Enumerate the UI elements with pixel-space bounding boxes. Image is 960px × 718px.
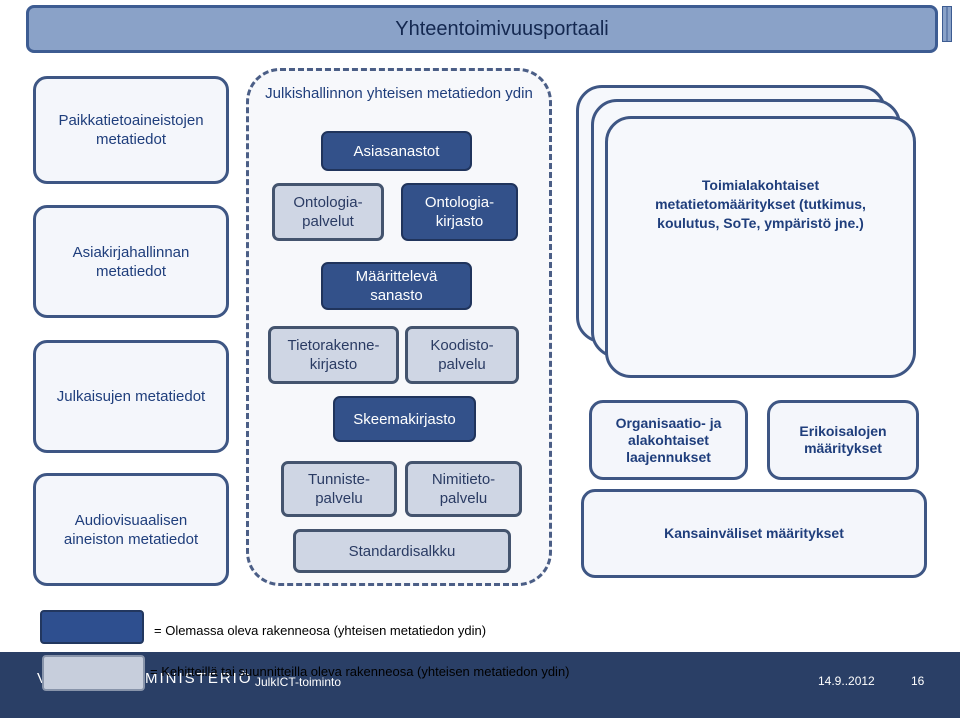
left-box-julkaisut: Julkaisujen metatiedot (33, 340, 229, 453)
component-label: Skeemakirjasto (353, 410, 456, 428)
legend-existing-swatch (40, 610, 144, 644)
component-label: Ontologia- kirjasto (424, 194, 495, 230)
component-label: Nimitieto- palvelu (431, 471, 496, 507)
koodistopalvelu-box: Koodisto- palvelu (405, 326, 519, 384)
tunnistepalvelu-box: Tunniste- palvelu (281, 461, 397, 517)
asiasanastot-box: Asiasanastot (321, 131, 472, 171)
organisaatio-box: Organisaatio- ja alakohtaiset laajennuks… (589, 400, 748, 480)
footer-date: 14.9..2012 (818, 674, 875, 688)
footer-org: JulkICT-toiminto (255, 675, 342, 689)
left-box-asiakirjahallinta: Asiakirjahallinnan metatiedot (33, 205, 229, 318)
skeemakirjasto-box: Skeemakirjasto (333, 396, 476, 442)
standardisalkku-box: Standardisalkku (293, 529, 511, 573)
portal-title: Yhteentoimivuusportaali (395, 17, 609, 40)
maaritteleva-sanasto-box: Määrittelevä sanasto (321, 262, 472, 310)
left-box-label: Asiakirjahallinnan metatiedot (72, 243, 190, 280)
erikoisalojen-label: Erikoisalojen määritykset (799, 423, 887, 456)
component-label: Asiasanastot (353, 142, 440, 160)
component-label: Tietorakenne- kirjasto (287, 337, 380, 373)
toimialakohtaiset-label: Toimialakohtaiset metatietomääritykset (… (655, 176, 866, 231)
footer-logo-right: MINISTERIÖ (145, 670, 253, 687)
legend-existing-label: = Olemassa oleva rakenneosa (yhteisen me… (154, 623, 487, 638)
core-title: Julkishallinnon yhteisen metatiedon ydin (265, 85, 533, 102)
component-label: Määrittelevä sanasto (355, 268, 438, 304)
component-label: Standardisalkku (348, 542, 456, 560)
ontologiakirjasto-box: Ontologia- kirjasto (401, 183, 518, 241)
erikoisalojen-box: Erikoisalojen määritykset (767, 400, 919, 480)
left-box-paikkatieto: Paikkatietoaineistojen metatiedot (33, 76, 229, 184)
component-label: Ontologia- palvelut (293, 194, 363, 230)
legend-planned-label: = Kehitteillä tai suunnitteilla oleva ra… (150, 664, 570, 679)
left-box-audiovisuaalinen: Audiovisuaalisen aineiston metatiedot (33, 473, 229, 586)
legend-planned-swatch (42, 655, 145, 691)
component-label: Tunniste- palvelu (308, 471, 370, 507)
portal-title-bar: Yhteentoimivuusportaali (26, 5, 938, 53)
left-box-label: Audiovisuaalisen aineiston metatiedot (63, 511, 199, 548)
footer-page-number: 16 (911, 674, 925, 688)
toimialakohtaiset-box: Toimialakohtaiset metatietomääritykset (… (605, 116, 916, 378)
kansainvaliset-box: Kansainväliset määritykset (581, 489, 927, 578)
tietorakennekirjasto-box: Tietorakenne- kirjasto (268, 326, 399, 384)
organisaatio-label: Organisaatio- ja alakohtaiset laajennuks… (615, 414, 722, 465)
kansainvaliset-label: Kansainväliset määritykset (664, 525, 844, 541)
corner-decoration-icon (942, 6, 952, 42)
footer-bar (0, 652, 960, 718)
ontologiapalvelut-box: Ontologia- palvelut (272, 183, 384, 241)
component-label: Koodisto- palvelu (430, 337, 494, 373)
left-box-label: Julkaisujen metatiedot (56, 388, 206, 405)
left-box-label: Paikkatietoaineistojen metatiedot (58, 112, 204, 148)
nimitietopalvelu-box: Nimitieto- palvelu (405, 461, 522, 517)
